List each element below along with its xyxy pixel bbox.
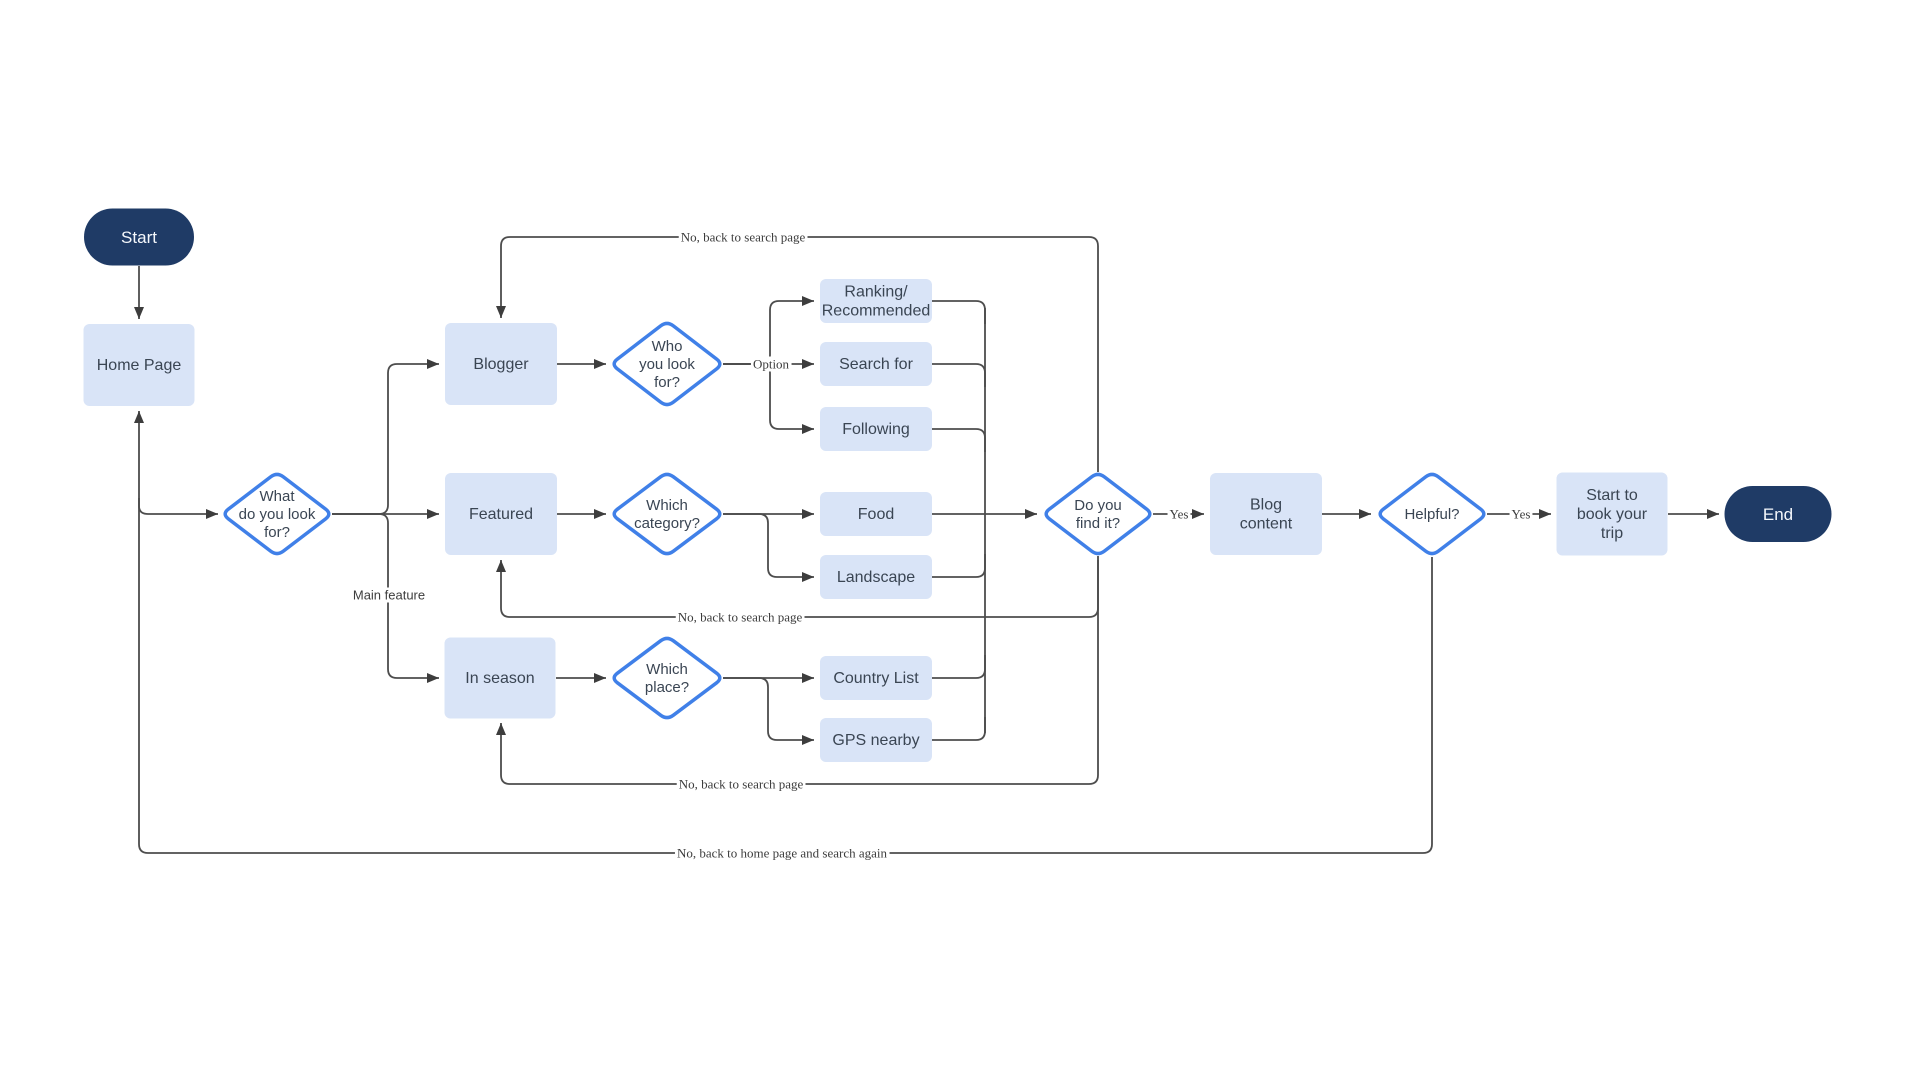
country-list-box: Country List: [820, 656, 932, 700]
gps-nearby-box-shape: [820, 718, 932, 762]
edge-label-do-you-find-it-to-blog: Yes: [1170, 507, 1189, 522]
home-page-box-label: Home Page: [97, 357, 182, 374]
do-you-find-it-decision-shape: [1044, 472, 1152, 556]
food-box: Food: [820, 492, 932, 536]
food-box-shape: [820, 492, 932, 536]
home-page-box-shape: [83, 324, 195, 406]
search-for-box: Search for: [820, 342, 932, 386]
edge-label-bg: [1509, 506, 1533, 522]
what-look-for-decision-shape: [223, 472, 331, 556]
featured-box-shape: [445, 473, 557, 555]
edge-label-helpful-no-to-home: No, back to home page and search again: [677, 846, 888, 861]
gps-nearby-box: GPS nearby: [820, 718, 932, 762]
blogger-box-shape: [445, 323, 557, 405]
start-to-book-trip-box-shape: [1556, 472, 1668, 556]
start-terminator-shape: [84, 208, 194, 266]
landscape-box-shape: [820, 555, 932, 599]
home-page-box: Home Page: [83, 324, 195, 406]
edge-following-to-collector: [932, 428, 986, 452]
in-season-box: In season: [444, 637, 556, 719]
landscape-box: Landscape: [820, 555, 932, 599]
edge-what-to-blogger: [332, 359, 439, 515]
edge-label-bg: [674, 845, 890, 861]
ranking-recommended-box-shape: [820, 279, 932, 323]
edge-label-bg: [678, 229, 808, 245]
end-terminator-label: End: [1763, 505, 1793, 524]
edge-label-bg: [675, 609, 805, 625]
edge-home-to-what: [138, 498, 218, 519]
blogger-box: Blogger: [445, 323, 557, 405]
following-box: Following: [820, 407, 932, 451]
featured-box: Featured: [445, 473, 557, 555]
edge-which-category-to-landscape: [723, 513, 814, 582]
featured-box-label: Featured: [469, 506, 533, 523]
edge-label-no-top-to-blogger: No, back to search page: [681, 230, 806, 245]
edge-which-place-to-gps: [723, 677, 814, 745]
following-box-label: Following: [842, 421, 910, 438]
edge-label-who-to-search-for: Option: [753, 357, 790, 372]
country-list-box-shape: [820, 656, 932, 700]
start-terminator: Start: [84, 208, 194, 266]
blog-content-box-shape: [1210, 473, 1322, 555]
edge-label-no-mid-to-featured: No, back to search page: [678, 610, 803, 625]
edge-ranking-to-collector: [932, 300, 986, 324]
ranking-recommended-box-label: Ranking/Recommended: [822, 283, 931, 319]
landscape-box-label: Landscape: [837, 569, 915, 586]
edge-label-bg: [350, 587, 428, 603]
edge-search-for-to-collector: [932, 363, 986, 387]
following-box-shape: [820, 407, 932, 451]
gps-nearby-box-label: GPS nearby: [832, 732, 919, 749]
edge-landscape-to-collector: [932, 554, 986, 578]
edge-who-to-ranking: [723, 296, 814, 365]
blogger-box-label: Blogger: [473, 356, 529, 373]
ranking-recommended-box: Ranking/Recommended: [820, 279, 932, 323]
edge-label-no-bottom-to-in-season: No, back to search page: [679, 777, 804, 792]
edge-label-bg: [750, 356, 792, 372]
search-for-box-shape: [820, 342, 932, 386]
edge-label-bg: [676, 776, 806, 792]
edge-no-bottom-to-in-season: [496, 560, 1099, 785]
in-season-box-label: In season: [465, 670, 534, 687]
edge-gps-to-collector: [932, 717, 986, 741]
edge-label-what-to-in-season: Main feature: [353, 588, 425, 603]
search-for-box-label: Search for: [839, 356, 913, 373]
who-look-for-decision-shape: [612, 321, 722, 407]
end-terminator: End: [1724, 486, 1832, 542]
in-season-box-shape: [444, 637, 556, 719]
country-list-box-label: Country List: [833, 670, 919, 687]
edge-no-top-to-blogger: [496, 236, 1099, 472]
edge-country-list-to-collector: [932, 655, 986, 679]
helpful-decision: Helpful?: [1378, 472, 1486, 556]
start-terminator-label: Start: [121, 228, 157, 247]
which-category-decision-shape: [612, 472, 722, 556]
end-terminator-shape: [1724, 486, 1832, 542]
edge-who-to-following: [723, 363, 814, 434]
food-box-label: Food: [858, 506, 894, 523]
edge-label-helpful-to-book: Yes: [1512, 507, 1531, 522]
edge-label-bg: [1167, 506, 1191, 522]
helpful-decision-shape: [1378, 472, 1486, 556]
which-place-decision-shape: [612, 636, 722, 720]
helpful-decision-label: Helpful?: [1404, 506, 1459, 523]
edge-no-mid-to-featured: [496, 556, 1099, 618]
